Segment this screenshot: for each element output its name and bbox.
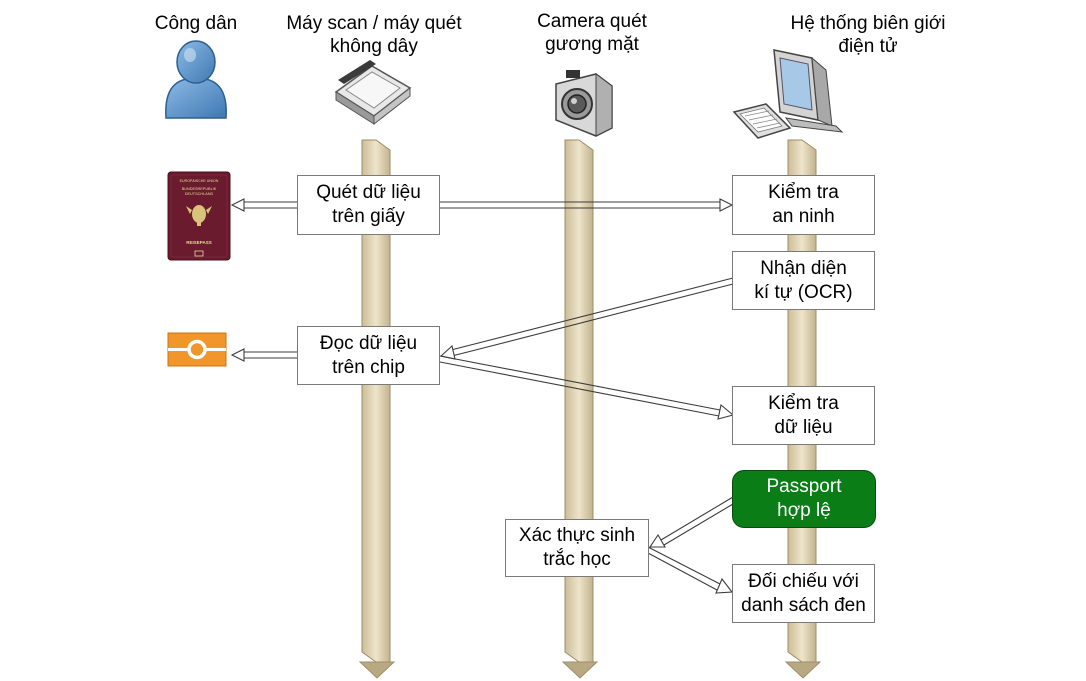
box-blacklist: Đối chiếu với danh sách đen <box>732 564 875 623</box>
actor-label-citizen: Công dân <box>140 12 252 35</box>
person-icon <box>165 40 227 119</box>
passport-union-text: EUROPÄISCHE UNION <box>180 179 219 183</box>
arrow-scan-to-passport <box>230 198 298 212</box>
data-check-line2: dữ liệu <box>774 416 833 438</box>
actor-label-system: Hệ thống biên giới điện tử <box>768 12 968 58</box>
camera-label-line2: gương mặt <box>545 34 639 55</box>
passport-icon: EUROPÄISCHE UNION BUNDESREPUBLIK DEUTSCH… <box>167 171 231 261</box>
read-chip-line2: trên chip <box>332 356 405 378</box>
box-scan-paper: Quét dữ liệu trên giấy <box>297 175 440 235</box>
data-check-line1: Kiểm tra <box>768 392 839 414</box>
box-biometric: Xác thực sinh trắc học <box>505 519 649 577</box>
biometric-line2: trắc học <box>543 549 611 570</box>
scanner-icon <box>334 60 412 126</box>
passport-valid-line1: Passport <box>766 476 842 497</box>
chip-symbol-icon <box>167 332 227 367</box>
arrow-readchip-to-datacheck <box>439 355 735 420</box>
security-check-line1: Kiểm tra <box>768 182 839 203</box>
box-read-chip: Đọc dữ liệu trên chip <box>297 326 440 385</box>
camera-label-line1: Camera quét <box>537 11 647 32</box>
camera-icon <box>555 70 613 137</box>
security-check-line2: an ninh <box>772 206 835 227</box>
passport-valid-line2: hợp lệ <box>777 500 831 521</box>
actor-label-scanner: Máy scan / máy quét không dây <box>266 12 482 58</box>
arrow-readchip-to-chip <box>230 348 298 362</box>
biometric-line1: Xác thực sinh <box>518 525 636 546</box>
ocr-line2: kí tự (OCR) <box>754 281 853 303</box>
passport-type-text: REISEPASS <box>186 240 211 245</box>
lifeline-scanner <box>358 139 396 679</box>
arrow-valid-to-biometric <box>648 496 734 548</box>
system-label-line1: Hệ thống biên giới <box>790 13 946 34</box>
scan-paper-line2: trên giấy <box>332 206 405 227</box>
eagle-emblem-icon <box>186 205 212 226</box>
passport-country-line1: BUNDESREPUBLIK <box>182 187 217 191</box>
scanner-label-line1: Máy scan / máy quét <box>286 13 462 34</box>
biometric-chip-mark-icon <box>194 250 204 257</box>
citizen-label: Công dân <box>154 13 238 34</box>
actor-label-camera: Camera quét gương mặt <box>512 10 672 56</box>
box-security-check: Kiểm tra an ninh <box>732 175 875 235</box>
arrow-scan-to-security <box>440 198 734 212</box>
computer-icon <box>732 49 844 139</box>
passport-country-line2: DEUTSCHLAND <box>185 192 214 196</box>
arrow-biometric-to-blacklist <box>647 546 734 594</box>
box-ocr: Nhận diện kí tự (OCR) <box>732 251 875 310</box>
lifeline-camera <box>561 139 599 679</box>
system-label-line2: điện tử <box>838 36 898 57</box>
box-passport-valid: Passport hợp lệ <box>732 470 876 528</box>
blacklist-line2: danh sách đen <box>741 594 866 616</box>
box-data-check: Kiểm tra dữ liệu <box>732 386 875 445</box>
ocr-line1: Nhận diện <box>760 257 847 279</box>
blacklist-line1: Đối chiếu với <box>748 570 859 592</box>
scan-paper-line1: Quét dữ liệu <box>316 182 421 203</box>
scanner-label-line2: không dây <box>330 36 418 57</box>
read-chip-line1: Đọc dữ liệu <box>319 332 418 354</box>
